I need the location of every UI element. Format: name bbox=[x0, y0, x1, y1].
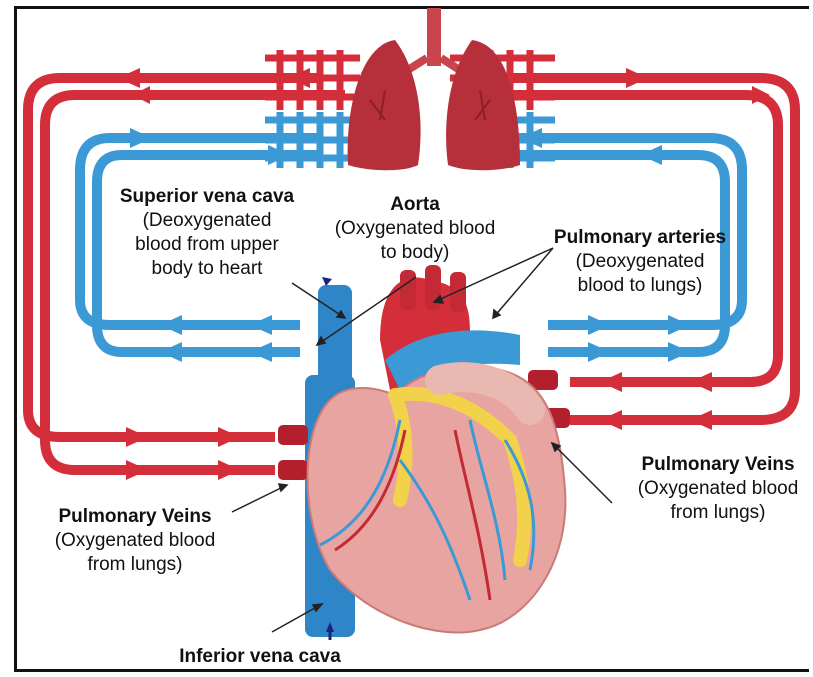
label-line: blood to lungs) bbox=[540, 274, 740, 298]
label-title: Pulmonary Veins bbox=[623, 453, 813, 477]
superior-vena-cava-vessel bbox=[318, 285, 352, 385]
label-line: from lungs) bbox=[623, 501, 813, 525]
label-inferior-vena-cava: Inferior vena cava bbox=[155, 645, 365, 669]
label-line: (Deoxygenated bbox=[107, 209, 307, 233]
label-pulmonary-veins-left: Pulmonary Veins (Oxygenated blood from l… bbox=[35, 505, 235, 577]
label-title: Inferior vena cava bbox=[155, 645, 365, 669]
label-pulmonary-veins-right: Pulmonary Veins (Oxygenated blood from l… bbox=[623, 453, 813, 525]
label-superior-vena-cava: Superior vena cava (Deoxygenated blood f… bbox=[107, 185, 307, 281]
label-line: from lungs) bbox=[35, 553, 235, 577]
label-aorta: Aorta (Oxygenated blood to body) bbox=[325, 193, 505, 265]
label-line: (Deoxygenated bbox=[540, 250, 740, 274]
label-line: (Oxygenated blood bbox=[623, 477, 813, 501]
label-line: (Oxygenated blood bbox=[35, 529, 235, 553]
label-line: (Oxygenated blood bbox=[325, 217, 505, 241]
label-title: Superior vena cava bbox=[107, 185, 307, 209]
heart bbox=[278, 265, 570, 637]
label-title: Aorta bbox=[325, 193, 505, 217]
label-title: Pulmonary Veins bbox=[35, 505, 235, 529]
label-line: blood from upper bbox=[107, 233, 307, 257]
label-line: body to heart bbox=[107, 257, 307, 281]
label-pulmonary-arteries: Pulmonary arteries (Deoxygenated blood t… bbox=[540, 226, 740, 298]
label-line: to body) bbox=[325, 241, 505, 265]
label-title: Pulmonary arteries bbox=[540, 226, 740, 250]
lungs bbox=[348, 8, 520, 170]
